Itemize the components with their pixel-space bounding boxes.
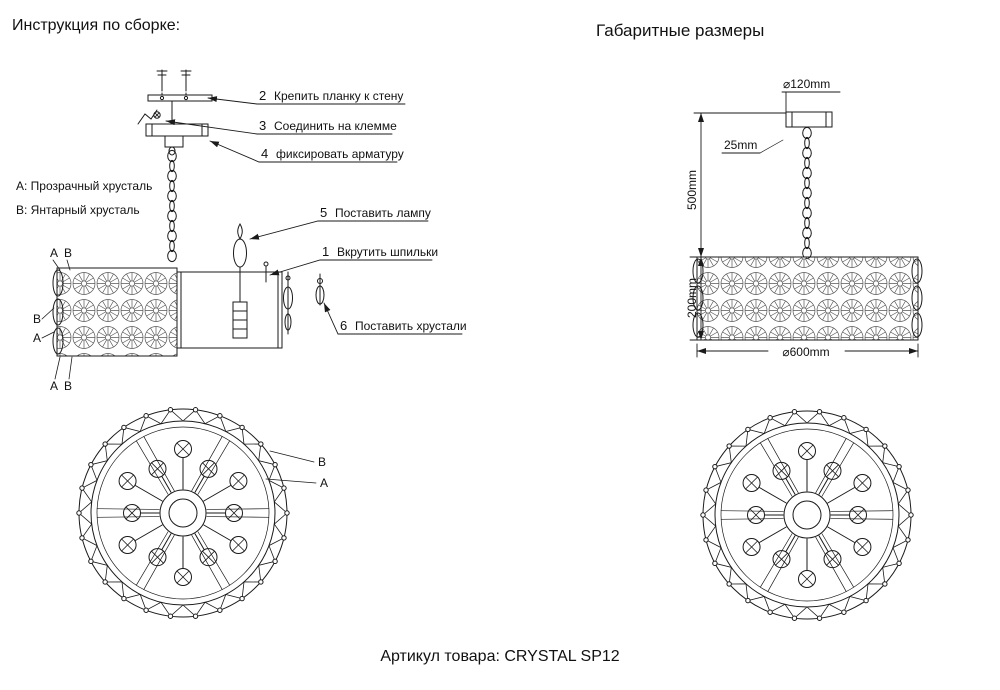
callout-6-number: 6 [340, 318, 347, 333]
dim-canopy-diameter: ⌀120mm [783, 77, 830, 91]
dim-shade-height: 200mm [685, 278, 699, 318]
page-title-dimensions: Габаритные размеры [596, 21, 764, 40]
mark-leaders [41, 259, 73, 380]
pin [263, 261, 269, 283]
terminal-connector [137, 109, 161, 125]
dim-shade-diameter: ⌀600mm [782, 345, 829, 359]
mark-a-bottom: А [50, 379, 58, 393]
top-view-right [700, 409, 914, 621]
screw-icon [156, 69, 192, 96]
top-view-left [76, 407, 290, 619]
callout-2-text: Крепить планку к стену [274, 89, 403, 103]
frame-structure [176, 271, 283, 349]
bulb [232, 223, 248, 339]
callout-1-number: 1 [322, 244, 329, 259]
page-title-assembly: Инструкция по сборке: [12, 17, 180, 34]
callout-leaders [165, 96, 463, 335]
legend-amber: В: Янтарный хрусталь [16, 203, 140, 217]
callout-4-number: 4 [261, 146, 268, 161]
dimension-lines [689, 91, 919, 358]
article-caption: Артикул товара: CRYSTAL SP12 [380, 648, 619, 665]
crystal-shade-side [52, 267, 178, 357]
mark-a-topview: А [320, 476, 328, 490]
legend-clear: А: Прозрачный хрусталь [16, 179, 152, 193]
chain [802, 126, 812, 260]
callout-5-text: Поставить лампу [335, 206, 431, 220]
callout-3-number: 3 [259, 118, 266, 133]
canopy-dim [785, 111, 833, 128]
mark-a-top: А [50, 246, 58, 260]
callout-2-number: 2 [259, 88, 266, 103]
callout-6-text: Поставить хрустали [355, 319, 467, 333]
mark-b-side: В [33, 312, 41, 326]
mounting-bracket [147, 94, 213, 125]
top-view-mark-leaders [265, 450, 317, 484]
mark-b-top: В [64, 246, 72, 260]
callout-3-text: Соединить на клемме [274, 119, 397, 133]
mark-b-topview: В [318, 455, 326, 469]
mark-a-side: А [33, 331, 41, 345]
crystal-shade-dim [692, 256, 923, 341]
callout-1-text: Вкрутить шпильки [337, 245, 438, 259]
dim-canopy-height: 25mm [724, 138, 757, 152]
mark-b-bottom: В [64, 379, 72, 393]
callout-5-number: 5 [320, 205, 327, 220]
assembly-diagram [41, 69, 463, 380]
dimensions-diagram [689, 91, 923, 358]
chain [167, 149, 177, 263]
callout-4-text: фиксировать арматуру [276, 147, 404, 161]
canopy [145, 123, 209, 156]
dim-chain-height: 500mm [685, 170, 699, 210]
crystal-pendant [283, 271, 325, 335]
